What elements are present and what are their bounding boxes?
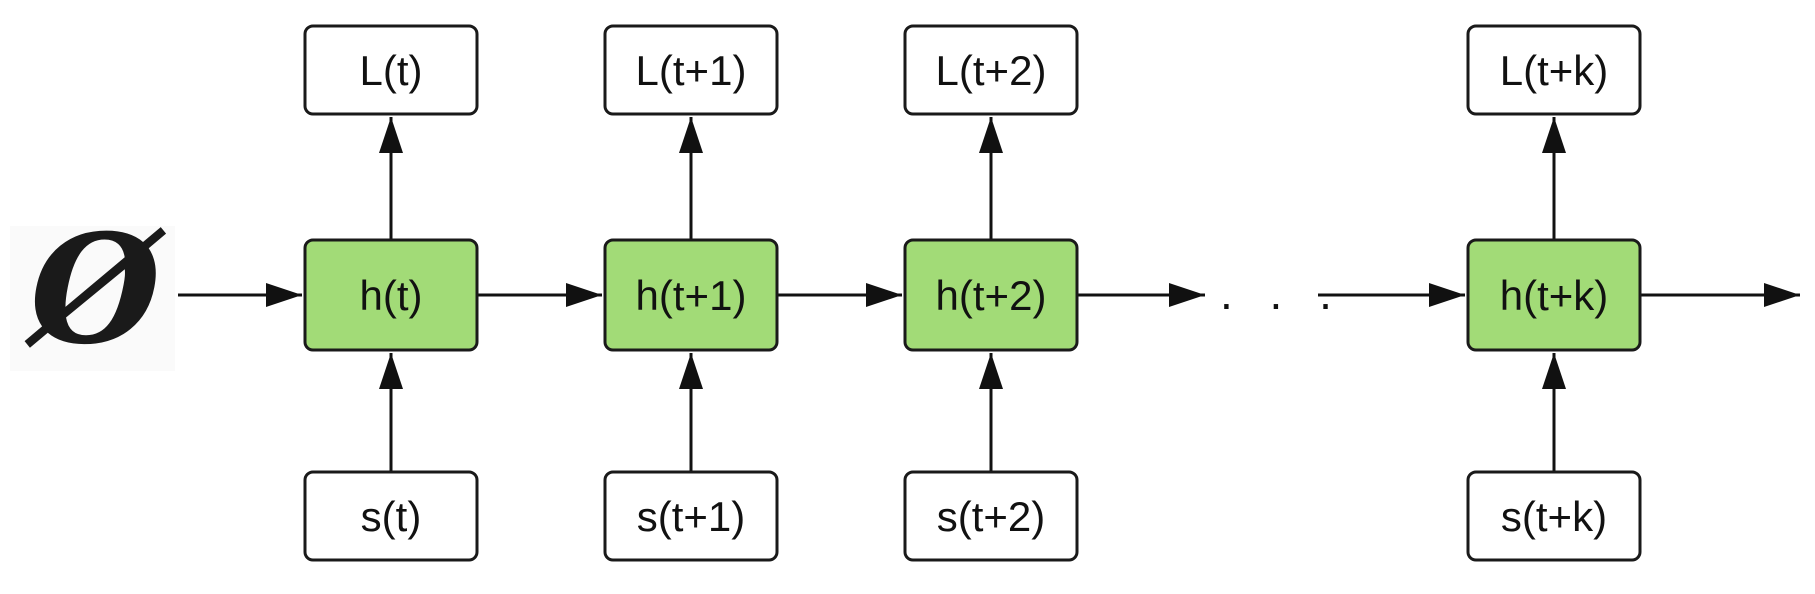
hidden-state-box-t-plus-2-frame xyxy=(903,238,1079,352)
input-box-t-plus-k-frame xyxy=(1466,470,1642,562)
input-box-t-plus-k: s(t+k) xyxy=(1466,470,1642,562)
input-box-t-label: s(t) xyxy=(361,493,422,540)
input-box-t-plus-1: s(t+1) xyxy=(603,470,779,562)
output-box-t-plus-2-label: L(t+2) xyxy=(936,47,1047,94)
output-box-t-plus-2-frame xyxy=(903,24,1079,116)
hidden-state-box-t-plus-1: h(t+1) xyxy=(603,238,779,352)
output-box-t: L(t) xyxy=(303,24,479,116)
output-box-t-frame xyxy=(303,24,479,116)
output-box-t-plus-1: L(t+1) xyxy=(603,24,779,116)
hidden-state-box-t-plus-k-frame xyxy=(1466,238,1642,352)
hidden-state-box-t-plus-2: h(t+2) xyxy=(903,238,1079,352)
output-box-t-plus-1-label: L(t+1) xyxy=(636,47,747,94)
hidden-state-box-t-plus-1-frame xyxy=(603,238,779,352)
initial-state-background xyxy=(10,226,175,371)
hidden-state-box-t-label: h(t) xyxy=(360,272,423,319)
output-box-t-plus-k-label: L(t+k) xyxy=(1500,47,1609,94)
boxes-layer: L(t) h(t) s(t) L(t+1) h(t+1) s(t+1) L(t+2) h(t+… xyxy=(303,24,1642,562)
input-box-t-plus-1-label: s(t+1) xyxy=(637,493,746,540)
input-box-t-plus-2-frame xyxy=(903,470,1079,562)
input-box-t-plus-1-frame xyxy=(603,470,779,562)
input-box-t-plus-k-label: s(t+k) xyxy=(1501,493,1607,540)
empty-set-symbol: Ø xyxy=(24,202,167,378)
hidden-state-box-t-plus-1-label: h(t+1) xyxy=(636,272,747,319)
hidden-state-box-t-plus-k: h(t+k) xyxy=(1466,238,1642,352)
initial-state: Ø xyxy=(10,202,175,378)
hidden-state-box-t: h(t) xyxy=(303,238,479,352)
input-box-t-frame xyxy=(303,470,479,562)
output-box-t-plus-2: L(t+2) xyxy=(903,24,1079,116)
output-box-t-plus-k: L(t+k) xyxy=(1466,24,1642,116)
output-box-t-label: L(t) xyxy=(360,47,423,94)
ellipsis: . . . xyxy=(1220,267,1344,319)
output-box-t-plus-1-frame xyxy=(603,24,779,116)
input-box-t: s(t) xyxy=(303,470,479,562)
output-box-t-plus-k-frame xyxy=(1466,24,1642,116)
hidden-state-box-t-plus-k-label: h(t+k) xyxy=(1500,272,1609,319)
hidden-state-box-t-frame xyxy=(303,238,479,352)
input-box-t-plus-2-label: s(t+2) xyxy=(937,493,1046,540)
input-box-t-plus-2: s(t+2) xyxy=(903,470,1079,562)
hidden-state-box-t-plus-2-label: h(t+2) xyxy=(936,272,1047,319)
arrows-layer xyxy=(178,117,1800,472)
